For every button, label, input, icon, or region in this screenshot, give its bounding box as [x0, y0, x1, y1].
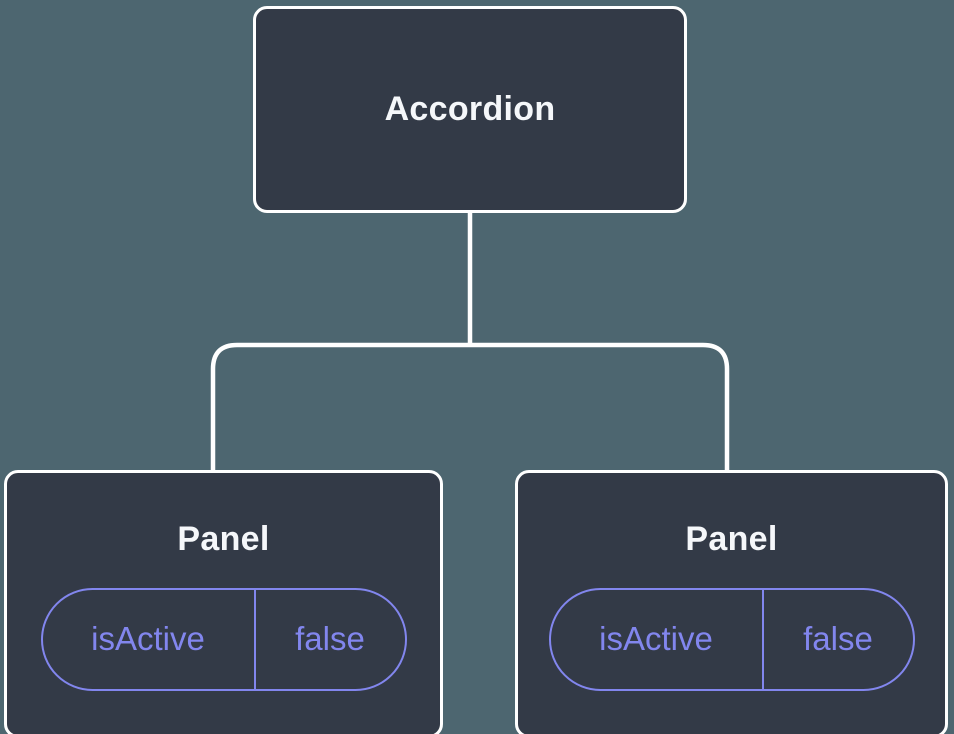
node-accordion: Accordion — [253, 6, 687, 213]
state-pill: isActive false — [40, 587, 407, 691]
panel-label: Panel — [685, 520, 778, 558]
panel-label: Panel — [177, 520, 270, 558]
node-panel-left: Panel isActive false — [4, 470, 443, 734]
state-name: isActive — [43, 589, 256, 689]
state-pill: isActive false — [548, 587, 915, 691]
state-value: false — [803, 620, 873, 658]
state-name: isActive — [551, 589, 764, 689]
node-panel-right: Panel isActive false — [515, 470, 948, 734]
accordion-label: Accordion — [384, 90, 556, 129]
state-value: false — [295, 620, 365, 658]
